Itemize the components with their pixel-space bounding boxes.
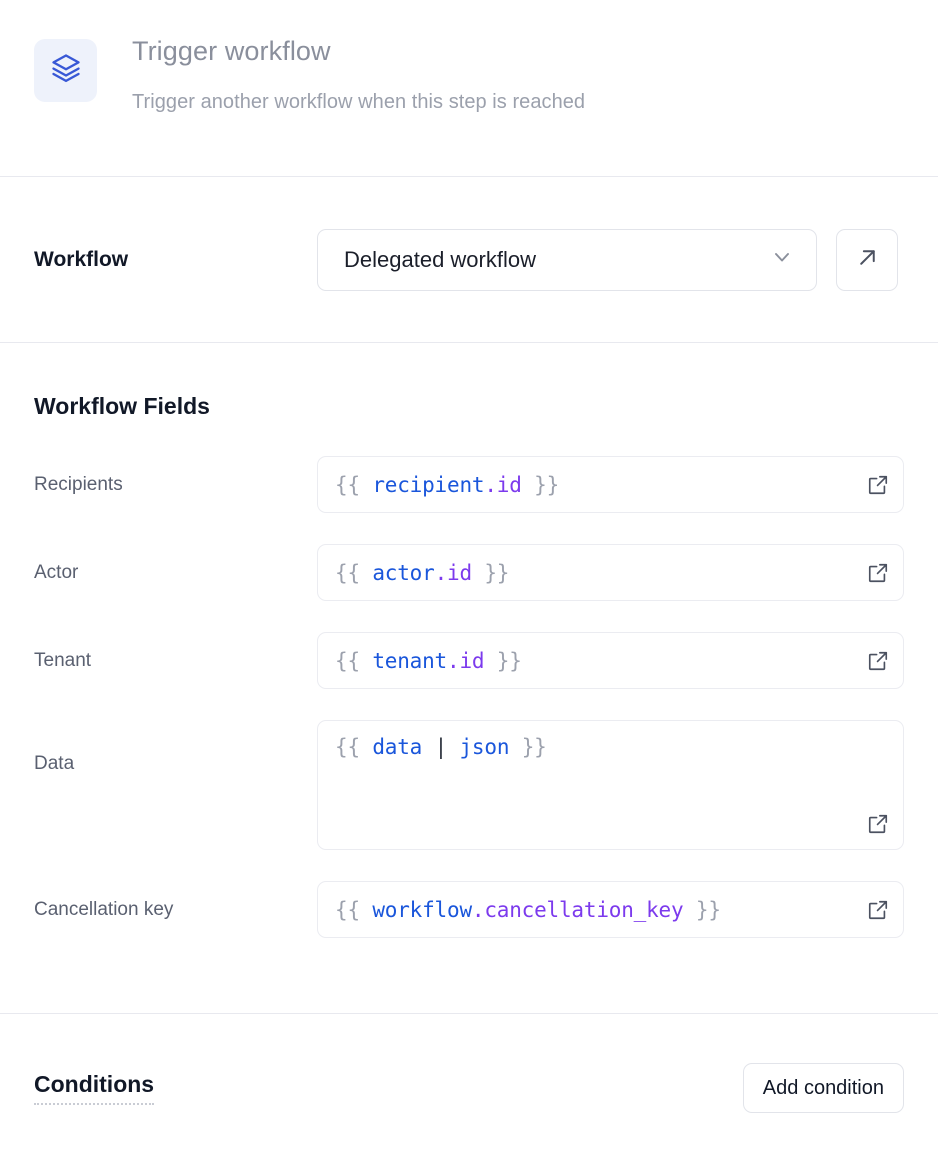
arrow-up-right-icon	[855, 245, 880, 275]
external-link-icon[interactable]	[867, 474, 889, 496]
field-row: Actor {{ actor.id }}	[34, 544, 904, 601]
field-row: Data {{ data | json }}	[34, 720, 904, 850]
step-header-text: Trigger workflow Trigger another workflo…	[132, 34, 585, 115]
workflow-fields-section: Workflow Fields Recipients {{ recipient.i…	[0, 343, 938, 938]
external-link-icon[interactable]	[867, 562, 889, 584]
workflow-fields-title: Workflow Fields	[34, 393, 210, 419]
open-workflow-button[interactable]	[836, 228, 898, 291]
step-icon-container	[34, 39, 97, 102]
divider-header	[0, 176, 938, 177]
workflow-select-value: Delegated workflow	[344, 246, 536, 272]
chevron-down-icon	[770, 245, 794, 274]
divider-conditions	[0, 1013, 938, 1014]
layers-stack-icon	[51, 53, 81, 88]
external-link-icon[interactable]	[867, 899, 889, 921]
field-input-cancellation-key[interactable]: {{ workflow.cancellation_key }}	[317, 881, 904, 938]
workflow-fields-list: Recipients {{ recipient.id }} Actor {{ acto…	[34, 456, 904, 938]
field-input-recipients[interactable]: {{ recipient.id }}	[317, 456, 904, 513]
page-title: Trigger workflow	[132, 36, 331, 66]
workflow-label: Workflow	[34, 247, 129, 271]
conditions-title: Conditions	[34, 1071, 155, 1105]
field-input-actor[interactable]: {{ actor.id }}	[317, 544, 904, 601]
field-row: Tenant {{ tenant.id }}	[34, 632, 904, 689]
field-label: Actor	[34, 562, 79, 583]
workflow-controls: Delegated workflow	[317, 228, 898, 291]
workflow-section: Workflow Delegated workflow	[0, 177, 938, 342]
step-header: Trigger workflow Trigger another workflo…	[0, 0, 938, 176]
field-row: Cancellation key {{ workflow.cancellation…	[34, 881, 904, 938]
workflow-select[interactable]: Delegated workflow	[317, 228, 817, 291]
liquid-expression: {{ workflow.cancellation_key }}	[335, 897, 721, 922]
field-label: Data	[34, 753, 75, 774]
field-row: Recipients {{ recipient.id }}	[34, 456, 904, 513]
liquid-expression: {{ recipient.id }}	[335, 472, 560, 497]
liquid-expression: {{ tenant.id }}	[335, 648, 522, 673]
add-condition-button[interactable]: Add condition	[742, 1063, 904, 1113]
field-input-data[interactable]: {{ data | json }}	[317, 720, 904, 850]
liquid-expression: {{ data | json }}	[335, 735, 547, 759]
external-link-icon[interactable]	[867, 813, 889, 835]
divider-workflow	[0, 342, 938, 343]
field-input-tenant[interactable]: {{ tenant.id }}	[317, 632, 904, 689]
field-label: Recipients	[34, 474, 123, 495]
liquid-expression: {{ actor.id }}	[335, 560, 510, 585]
page-subtitle: Trigger another workflow when this step …	[132, 91, 586, 113]
field-label: Tenant	[34, 650, 92, 671]
conditions-section: Conditions Add condition	[0, 1014, 938, 1162]
field-label: Cancellation key	[34, 899, 174, 920]
external-link-icon[interactable]	[867, 650, 889, 672]
